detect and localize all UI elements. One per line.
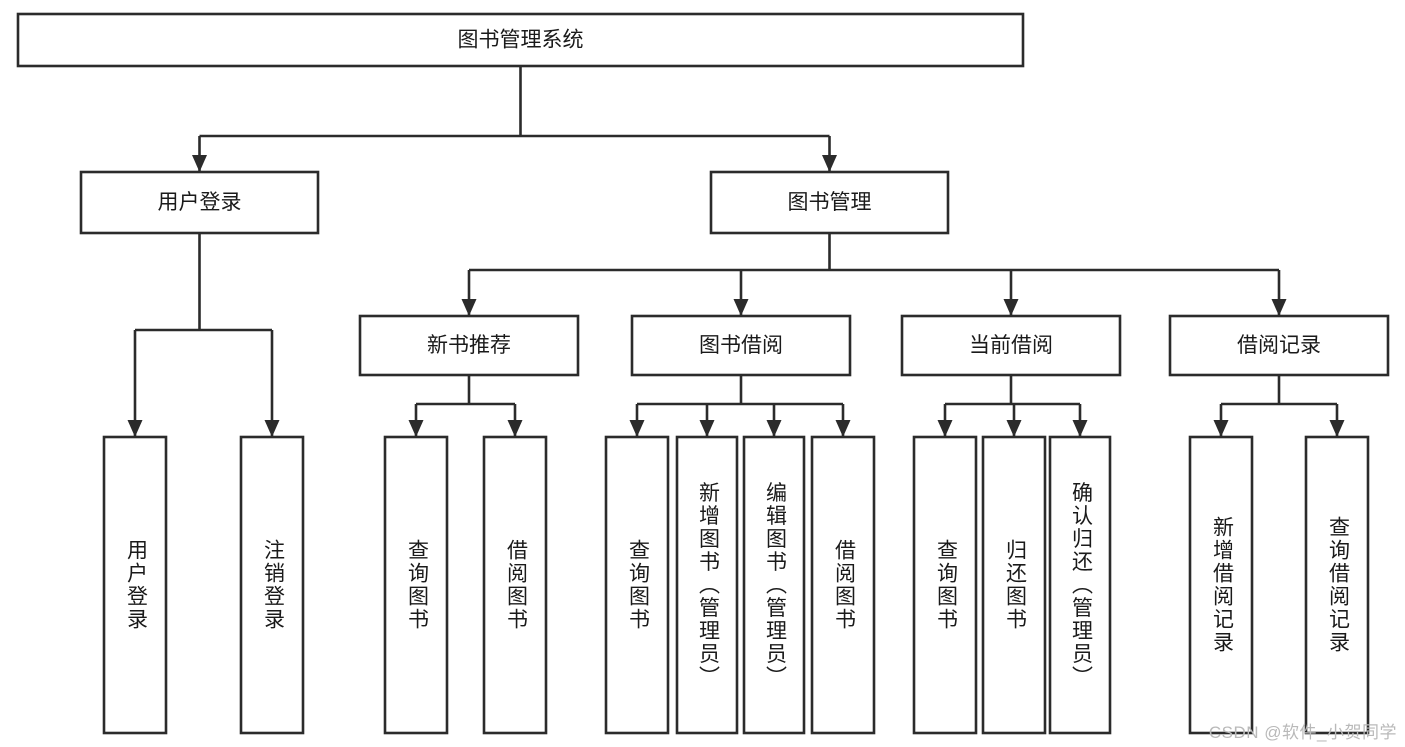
node-查询借阅记录[interactable]: 查询借阅记录 xyxy=(1304,435,1370,735)
node-label: 查询图书 xyxy=(626,539,650,631)
node-box xyxy=(239,435,305,735)
node-当前借阅[interactable]: 当前借阅 xyxy=(900,314,1122,377)
node-借阅图书[interactable]: 借阅图书 xyxy=(810,435,876,735)
node-box xyxy=(383,435,449,735)
arrow-head-icon xyxy=(1329,420,1345,437)
node-box xyxy=(604,435,670,735)
node-查询图书[interactable]: 查询图书 xyxy=(912,435,978,735)
node-label: 用户登录 xyxy=(124,539,148,631)
node-box xyxy=(981,435,1047,735)
arrow-head-icon xyxy=(192,155,207,172)
arrow-head-icon xyxy=(461,299,477,316)
node-label: 图书管理系统 xyxy=(458,29,584,52)
node-label: 确认归还（管理员） xyxy=(1069,482,1093,689)
node-label: 图书管理 xyxy=(788,191,872,214)
node-label: 借阅记录 xyxy=(1237,334,1321,357)
node-box xyxy=(1048,435,1112,735)
node-图书管理[interactable]: 图书管理 xyxy=(709,170,950,235)
arrow-head-icon xyxy=(822,155,837,172)
arrow-head-icon xyxy=(507,420,523,437)
node-label: 查询图书 xyxy=(405,539,429,631)
node-编辑图书管理员[interactable]: 编辑图书（管理员） xyxy=(742,435,806,735)
node-box xyxy=(1304,435,1370,735)
arrow-head-icon xyxy=(1003,299,1019,316)
arrow-head-icon xyxy=(629,420,645,437)
node-label: 归还图书 xyxy=(1003,539,1027,631)
arrow-head-icon xyxy=(733,299,749,316)
node-box xyxy=(16,12,1025,68)
node-box xyxy=(900,314,1122,377)
node-box xyxy=(810,435,876,735)
node-label: 查询图书 xyxy=(934,539,958,631)
arrow-head-icon xyxy=(699,420,715,437)
node-label: 图书借阅 xyxy=(699,334,783,357)
node-新增图书管理员[interactable]: 新增图书（管理员） xyxy=(675,435,739,735)
node-label: 新增图书（管理员） xyxy=(696,482,720,689)
node-label: 用户登录 xyxy=(158,191,242,214)
node-用户登录[interactable]: 用户登录 xyxy=(79,170,320,235)
arrow-head-icon xyxy=(1072,420,1088,437)
node-图书管理系统[interactable]: 图书管理系统 xyxy=(16,12,1025,68)
node-box xyxy=(482,435,548,735)
arrow-head-icon xyxy=(835,420,851,437)
node-label: 编辑图书（管理员） xyxy=(763,482,787,689)
arrow-head-icon xyxy=(127,420,143,437)
node-图书借阅[interactable]: 图书借阅 xyxy=(630,314,852,377)
node-layer: 图书管理系统用户登录用户登录注销登录图书管理新书推荐查询图书借阅图书图书借阅查询… xyxy=(16,12,1390,735)
connector-layer xyxy=(127,66,1345,437)
node-确认归还管理员[interactable]: 确认归还（管理员） xyxy=(1048,435,1112,735)
node-box xyxy=(102,435,168,735)
node-查询图书[interactable]: 查询图书 xyxy=(383,435,449,735)
node-label: 查询借阅记录 xyxy=(1326,516,1350,654)
arrow-head-icon xyxy=(1213,420,1229,437)
node-label: 当前借阅 xyxy=(969,334,1053,357)
node-注销登录[interactable]: 注销登录 xyxy=(239,435,305,735)
node-box xyxy=(358,314,580,377)
node-box xyxy=(675,435,739,735)
node-归还图书[interactable]: 归还图书 xyxy=(981,435,1047,735)
node-label: 新书推荐 xyxy=(427,334,511,357)
node-box xyxy=(1188,435,1254,735)
node-借阅图书[interactable]: 借阅图书 xyxy=(482,435,548,735)
node-box xyxy=(79,170,320,235)
node-新书推荐[interactable]: 新书推荐 xyxy=(358,314,580,377)
node-label: 注销登录 xyxy=(261,539,285,631)
node-box xyxy=(709,170,950,235)
node-查询图书[interactable]: 查询图书 xyxy=(604,435,670,735)
arrow-head-icon xyxy=(766,420,782,437)
node-label: 借阅图书 xyxy=(832,539,856,631)
arrow-head-icon xyxy=(408,420,424,437)
node-box xyxy=(742,435,806,735)
arrow-head-icon xyxy=(1271,299,1287,316)
node-用户登录[interactable]: 用户登录 xyxy=(102,435,168,735)
arrow-head-icon xyxy=(1006,420,1022,437)
arrow-head-icon xyxy=(937,420,953,437)
node-借阅记录[interactable]: 借阅记录 xyxy=(1168,314,1390,377)
arrow-head-icon xyxy=(264,420,280,437)
node-box xyxy=(630,314,852,377)
node-label: 借阅图书 xyxy=(504,539,528,631)
node-新增借阅记录[interactable]: 新增借阅记录 xyxy=(1188,435,1254,735)
node-box xyxy=(912,435,978,735)
node-box xyxy=(1168,314,1390,377)
csdn-watermark: CSDN @软件_小贺同学 xyxy=(1208,723,1397,742)
node-label: 新增借阅记录 xyxy=(1210,516,1234,654)
